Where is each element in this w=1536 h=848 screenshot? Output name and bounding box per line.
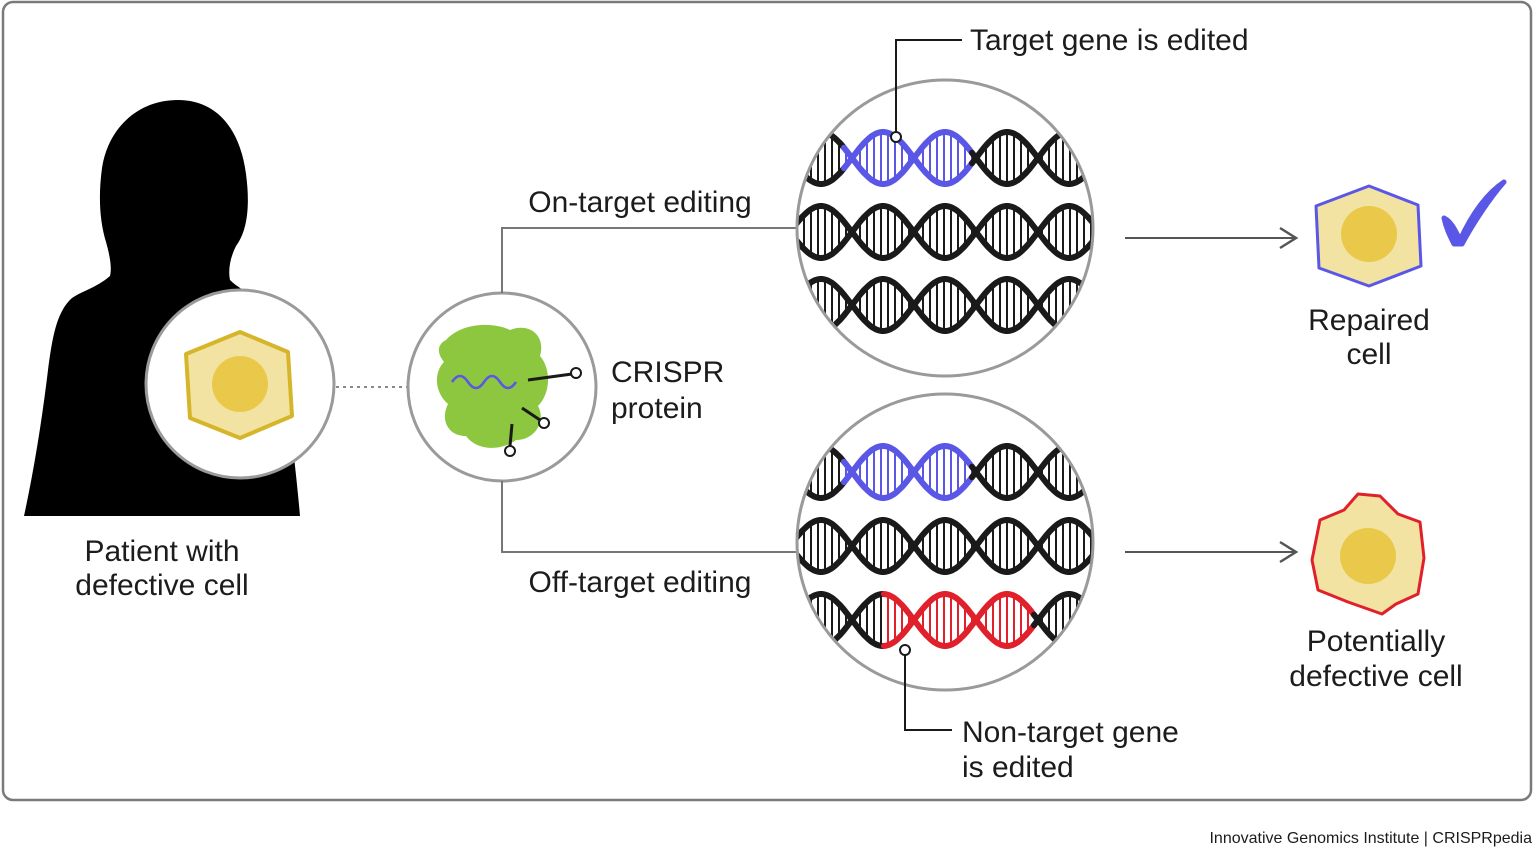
rna-loop bbox=[504, 445, 516, 457]
crispr-protein-blob bbox=[436, 324, 549, 448]
rna-loop bbox=[538, 417, 550, 429]
off-target-magnifier bbox=[795, 392, 1095, 692]
dna-backbone bbox=[797, 276, 1093, 334]
nontarget-label-line2: is edited bbox=[962, 751, 1074, 784]
crispr-label-line2: protein bbox=[611, 392, 703, 425]
rna-stem bbox=[527, 372, 573, 382]
target-gene-label: Target gene is edited bbox=[970, 24, 1249, 57]
dna-backbone bbox=[797, 203, 1093, 261]
rna-stem bbox=[521, 406, 541, 422]
cell-nucleus bbox=[1340, 528, 1396, 584]
dna-backbone bbox=[797, 203, 1093, 261]
cell-nucleus bbox=[1341, 206, 1397, 262]
dna-backbone bbox=[881, 591, 1037, 649]
crispr-label-line1: CRISPR bbox=[611, 356, 724, 389]
target-callout-dot bbox=[890, 131, 902, 143]
repaired-label-line2: cell bbox=[1346, 338, 1391, 371]
arrow-right-icon bbox=[1125, 226, 1299, 250]
repaired-label-line1: Repaired bbox=[1308, 304, 1430, 337]
dna-backbone bbox=[797, 517, 1093, 575]
off-target-label: Off-target editing bbox=[529, 566, 752, 599]
guide-rna-strand bbox=[450, 374, 518, 390]
dna-backbone bbox=[881, 591, 1037, 649]
footer-credit: Innovative Genomics Institute | CRISPRpe… bbox=[1209, 830, 1532, 847]
dna-backbone bbox=[797, 517, 1093, 575]
dna-backbone bbox=[841, 129, 975, 187]
dna-backbone bbox=[841, 443, 975, 501]
off-target-dna-group bbox=[797, 394, 1093, 690]
dna-backbone bbox=[969, 443, 1093, 501]
nontarget-callout-line bbox=[904, 650, 952, 731]
on-target-branch-line bbox=[501, 227, 798, 293]
potential-label-line2: defective cell bbox=[1289, 660, 1462, 693]
check-icon bbox=[1441, 179, 1507, 247]
target-callout-line bbox=[895, 39, 962, 137]
on-target-magnifier bbox=[795, 78, 1095, 378]
on-target-label: On-target editing bbox=[528, 186, 751, 219]
dna-backbone bbox=[797, 276, 1093, 334]
off-target-branch-line bbox=[501, 481, 798, 553]
dna-backbone bbox=[969, 129, 1093, 187]
patient-label-line2: defective cell bbox=[75, 569, 248, 602]
cell-nucleus bbox=[212, 356, 268, 412]
rna-loop bbox=[570, 367, 582, 379]
arrow-right-icon bbox=[1125, 540, 1299, 564]
nontarget-label-line1: Non-target gene bbox=[962, 716, 1179, 749]
patient-label-line1: Patient with bbox=[84, 535, 239, 568]
nontarget-callout-dot bbox=[899, 644, 911, 656]
dna-backbone bbox=[841, 129, 975, 187]
diagram-frame bbox=[1, 0, 1533, 802]
rna-stem bbox=[508, 423, 514, 447]
dna-backbone bbox=[841, 443, 975, 501]
potential-label-line1: Potentially bbox=[1307, 625, 1445, 658]
